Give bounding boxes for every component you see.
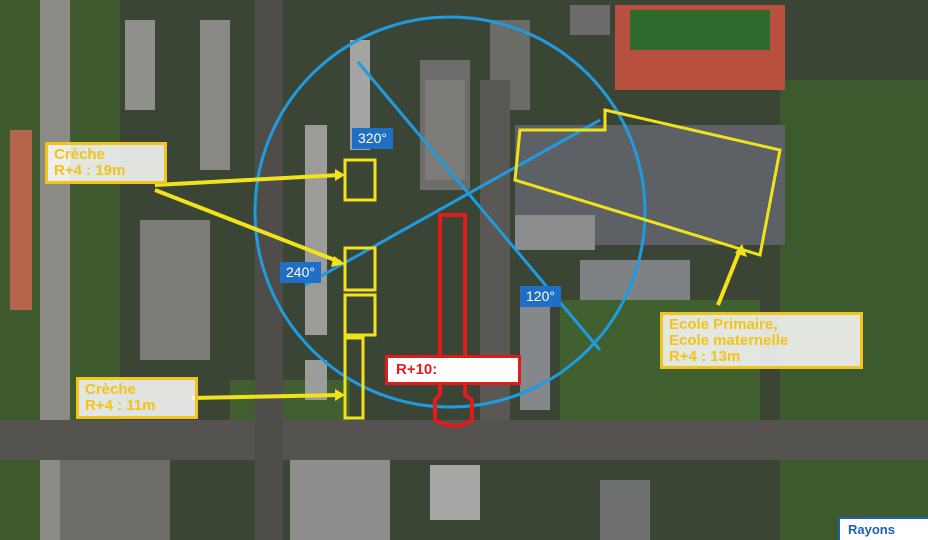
angle-120: 120°: [520, 286, 561, 307]
ecole-line3: R+4 : 13m: [669, 347, 741, 365]
label-creche-bottom: Crèche R+4 : 11m: [76, 377, 198, 419]
label-tower: R+10:: [385, 355, 521, 385]
creche-bottom-line2: R+4 : 11m: [85, 396, 156, 414]
creche-top-line1: Crèche: [54, 146, 105, 163]
creche-top-line2: R+4 : 19m: [54, 161, 126, 179]
legend-rayons: Rayons: [838, 517, 928, 540]
label-creche-top: Crèche R+4 : 19m: [45, 142, 167, 184]
angle-320: 320°: [352, 128, 393, 149]
angle-240: 240°: [280, 262, 321, 283]
creche-bottom-line1: Crèche: [85, 381, 136, 398]
label-ecole: Ecole Primaire, Ecole maternelle R+4 : 1…: [660, 312, 863, 370]
ecole-line1: Ecole Primaire,: [669, 316, 778, 333]
ecole-line2: Ecole maternelle: [669, 331, 789, 349]
